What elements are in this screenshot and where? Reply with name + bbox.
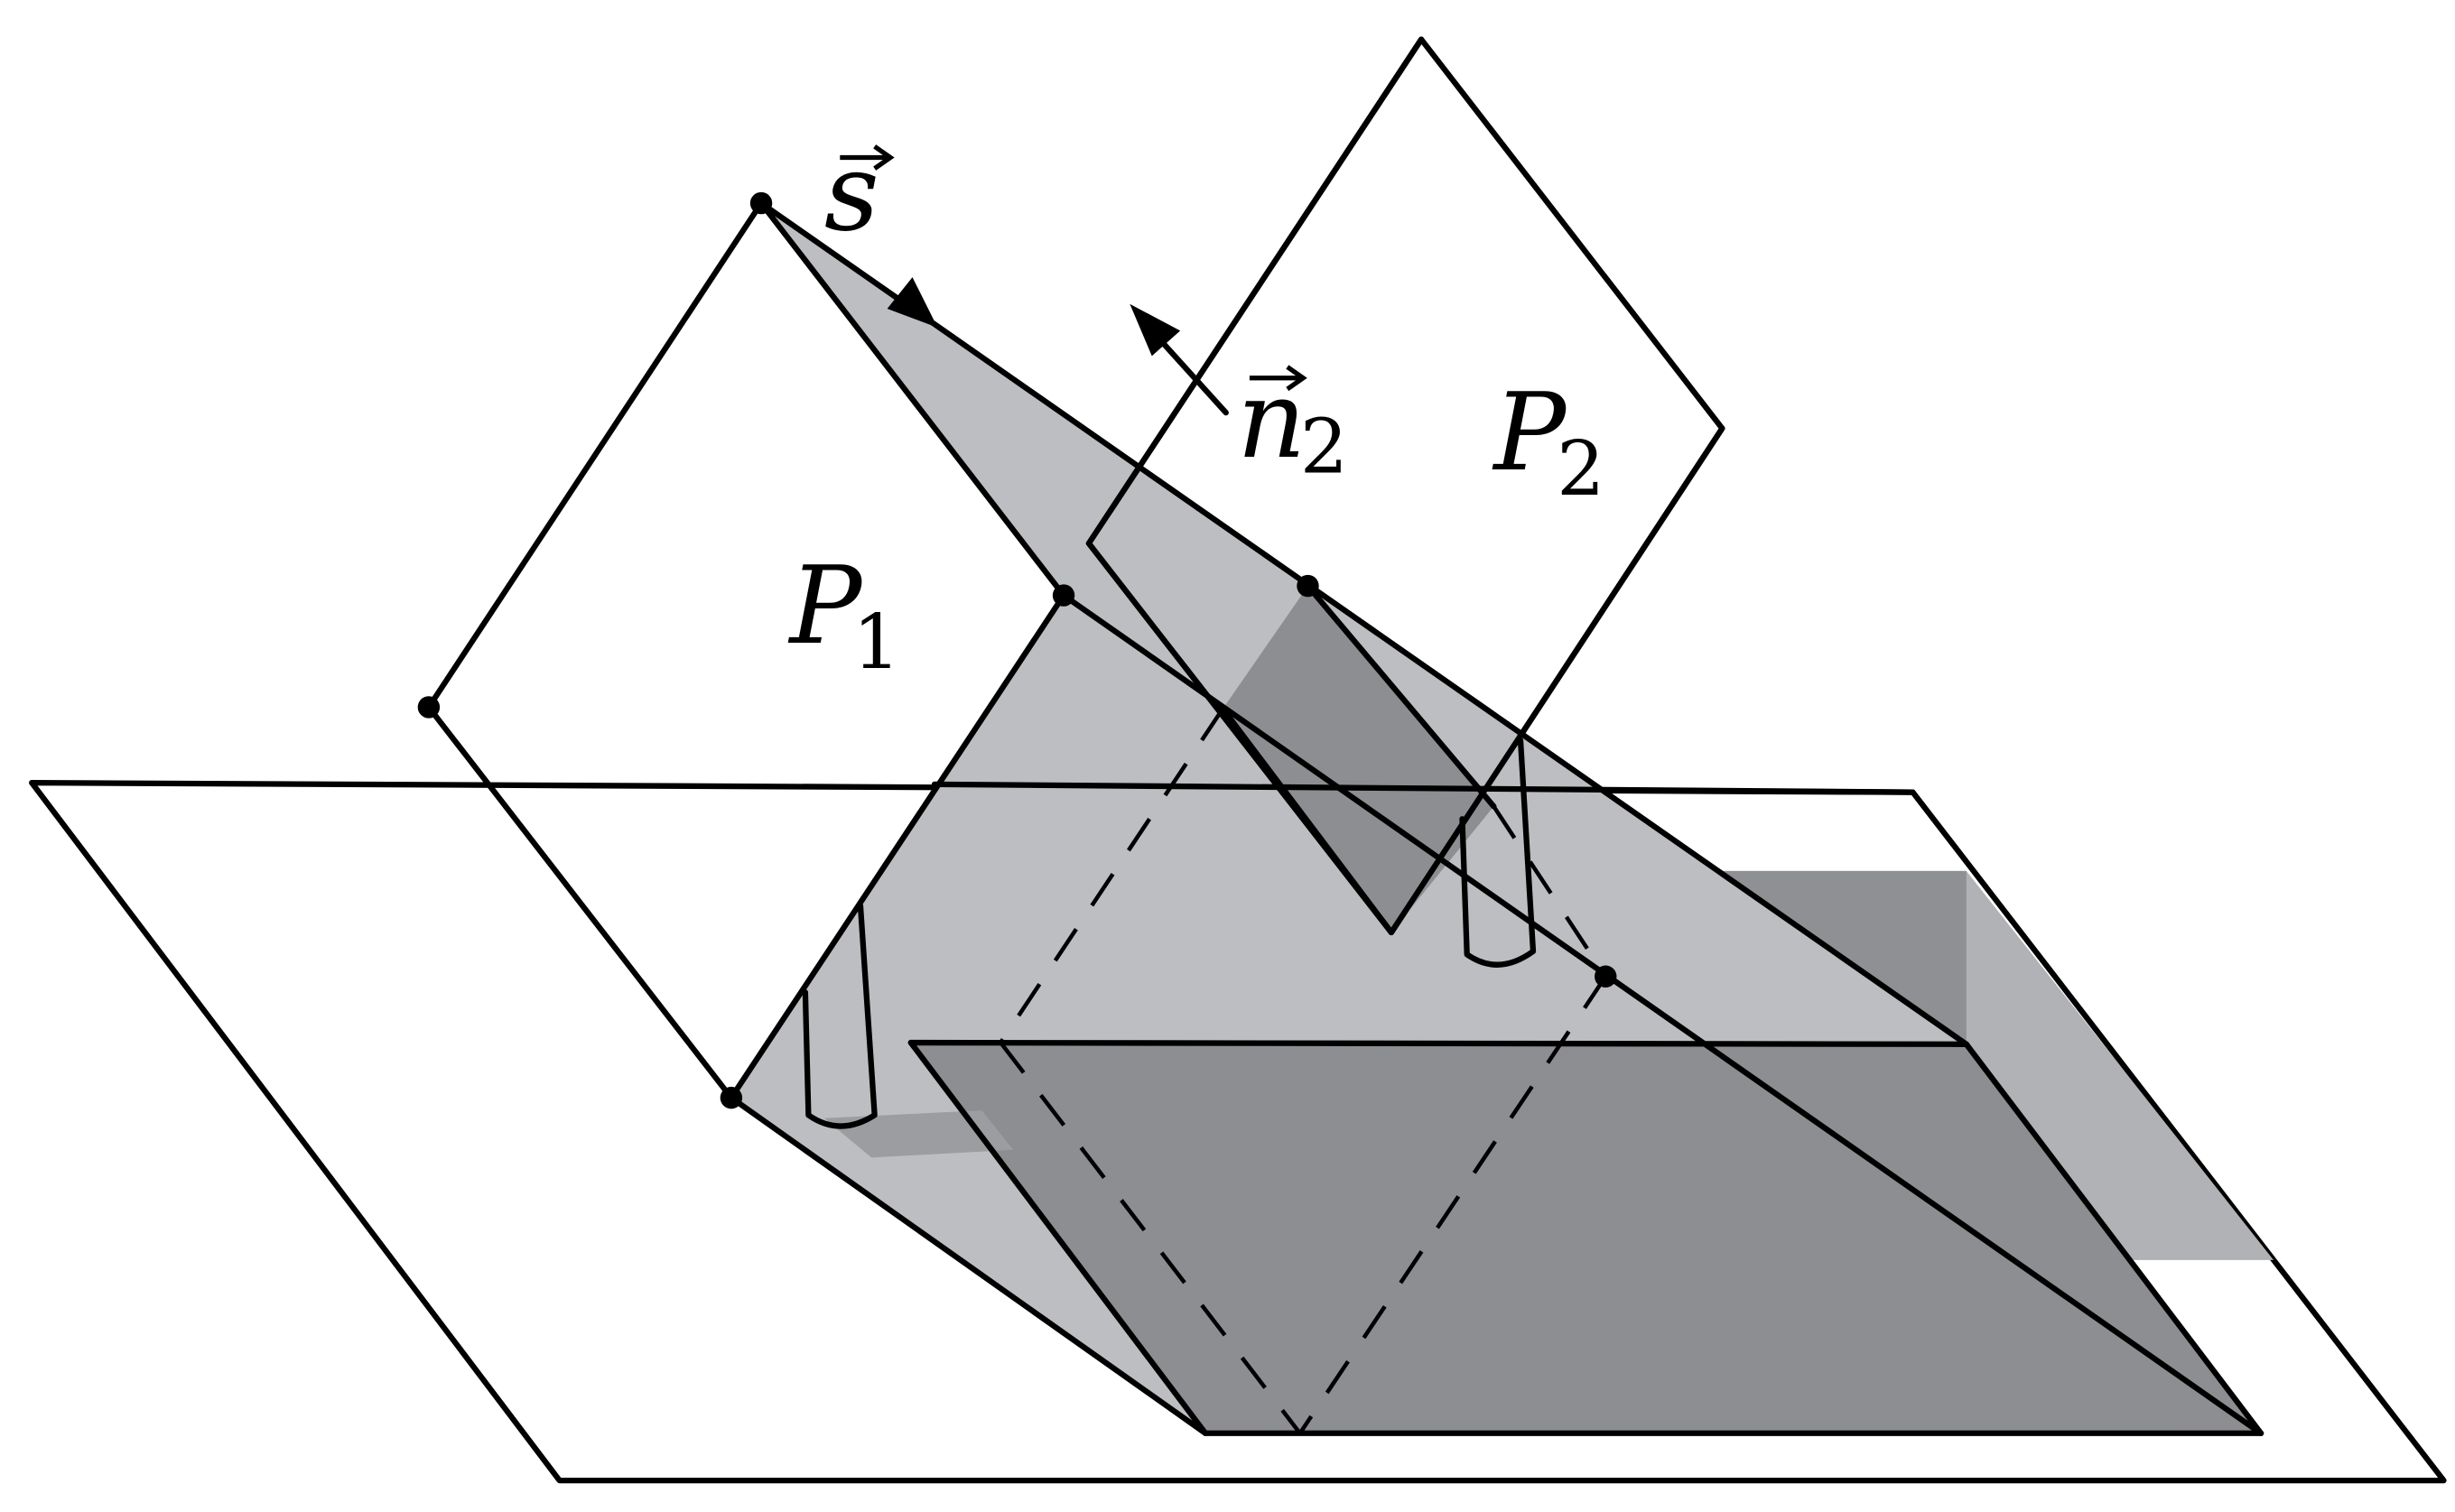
label-vector-s: s [824, 131, 895, 255]
vector-n2-overarrow [1249, 365, 1307, 392]
hidden-edges [999, 707, 1608, 1435]
p2-overlap [1088, 472, 1308, 710]
vertex-dot [1297, 574, 1319, 598]
vertex-dot [1052, 584, 1075, 607]
label-plane-p2: P 2 [1492, 370, 1604, 513]
pillar-right [1459, 737, 1537, 968]
svg-text:s: s [824, 131, 879, 255]
prism-base-face [910, 1043, 2262, 1433]
vertex-points [417, 191, 1617, 1109]
pillar-left [802, 903, 878, 1129]
vector-s-overarrow [840, 144, 895, 171]
vertex-dot [720, 1086, 743, 1109]
label-plane-p1: P 1 [787, 543, 900, 686]
p2-overlap-right [1307, 586, 1521, 807]
vector-n2-arrow [1130, 303, 1229, 416]
svg-text:2: 2 [1300, 402, 1348, 490]
svg-text:P: P [1492, 370, 1567, 495]
vertex-dot [1595, 965, 1617, 988]
label-vector-n2: n 2 [1237, 357, 1348, 490]
vector-s-arrow [887, 277, 938, 328]
shadow-left [823, 1110, 1014, 1158]
vertex-dot [417, 696, 441, 719]
svg-text:1: 1 [852, 598, 900, 686]
outline-edges [728, 36, 2264, 1436]
svg-text:P: P [787, 543, 863, 668]
svg-text:2: 2 [1557, 424, 1604, 513]
vertex-dot [749, 191, 773, 215]
